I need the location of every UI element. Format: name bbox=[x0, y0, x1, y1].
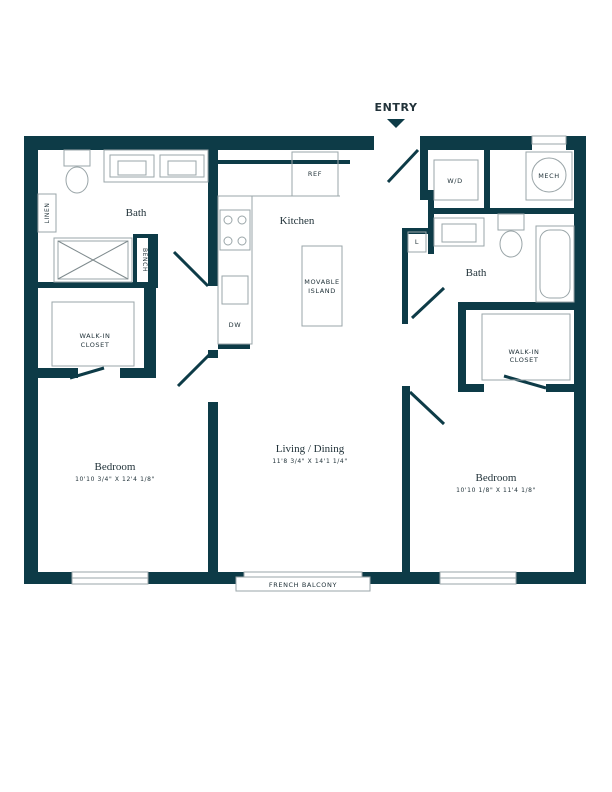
mech-label: MECH bbox=[538, 172, 560, 180]
walkin-left-label-1: WALK-IN bbox=[79, 332, 110, 340]
bedroom-right-label: Bedroom bbox=[476, 472, 517, 484]
entry-label: ENTRY bbox=[374, 101, 417, 114]
french-balcony-label: FRENCH BALCONY bbox=[269, 581, 337, 589]
bath-left-label: Bath bbox=[126, 207, 147, 219]
walkin-left-label-2: CLOSET bbox=[81, 341, 110, 349]
island-label-2: ISLAND bbox=[308, 287, 336, 295]
windows bbox=[71, 135, 567, 592]
living-dims: 11'8 3/4" X 14'1 1/4" bbox=[272, 458, 347, 465]
doors bbox=[69, 148, 547, 426]
fixtures bbox=[37, 149, 575, 381]
l-label: L bbox=[415, 238, 419, 246]
bedroom-left-dims: 10'10 3/4" X 12'4 1/8" bbox=[75, 476, 155, 483]
ref-label: REF bbox=[308, 170, 322, 178]
dw-label: DW bbox=[229, 321, 242, 329]
kitchen-label: Kitchen bbox=[280, 215, 315, 227]
living-label: Living / Dining bbox=[276, 443, 345, 455]
wd-label: W/D bbox=[447, 177, 462, 185]
walkin-right-label-1: WALK-IN bbox=[508, 348, 539, 356]
island-label-1: MOVABLE bbox=[304, 278, 339, 286]
entry-arrow-icon bbox=[387, 119, 405, 128]
bath-right-label: Bath bbox=[466, 267, 487, 279]
linen-label: LINEN bbox=[44, 203, 51, 224]
walls bbox=[24, 136, 586, 584]
walkin-right-label-2: CLOSET bbox=[510, 356, 539, 364]
bench-label: BENCH bbox=[141, 248, 148, 272]
bedroom-right-dims: 10'10 1/8" X 11'4 1/8" bbox=[456, 487, 536, 494]
bedroom-left-label: Bedroom bbox=[95, 461, 136, 473]
